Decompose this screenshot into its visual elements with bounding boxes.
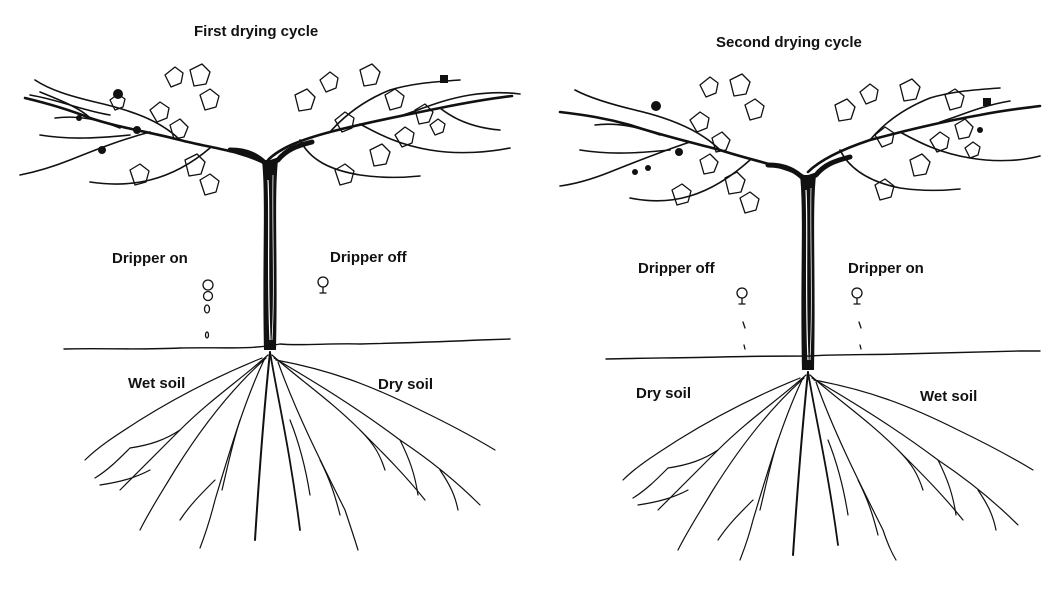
soil-surface-line: [64, 339, 510, 349]
panel-second-drying-cycle: Second drying cycle: [560, 34, 1040, 560]
left-dripper-label: Dripper off: [638, 260, 716, 277]
soil-surface-line: [606, 351, 1040, 359]
left-dripper-label: Dripper on: [112, 250, 188, 267]
right-dripper-label: Dripper on: [848, 260, 924, 277]
panel-title: Second drying cycle: [716, 34, 862, 51]
grape-clusters: [632, 98, 991, 175]
left-soil-label: Dry soil: [636, 385, 691, 402]
dripper-on-water-drops: [852, 288, 862, 349]
dripper-off-emitter: [737, 288, 747, 349]
vine-canopy: [560, 88, 1040, 201]
vine-trunk: [230, 142, 312, 350]
vine-leaves: [110, 64, 445, 195]
panel-title: First drying cycle: [194, 23, 318, 40]
vine-trunk: [768, 157, 850, 370]
dripper-on-water-drops: [203, 280, 213, 338]
vine-leaves: [672, 74, 980, 213]
right-soil-label: Dry soil: [378, 376, 433, 393]
dripper-off-emitter: [318, 277, 328, 293]
right-soil-label: Wet soil: [920, 388, 977, 405]
grape-clusters: [76, 75, 448, 154]
right-dripper-label: Dripper off: [330, 249, 408, 266]
left-soil-label: Wet soil: [128, 375, 185, 392]
panel-first-drying-cycle: First drying cycle: [20, 23, 520, 550]
